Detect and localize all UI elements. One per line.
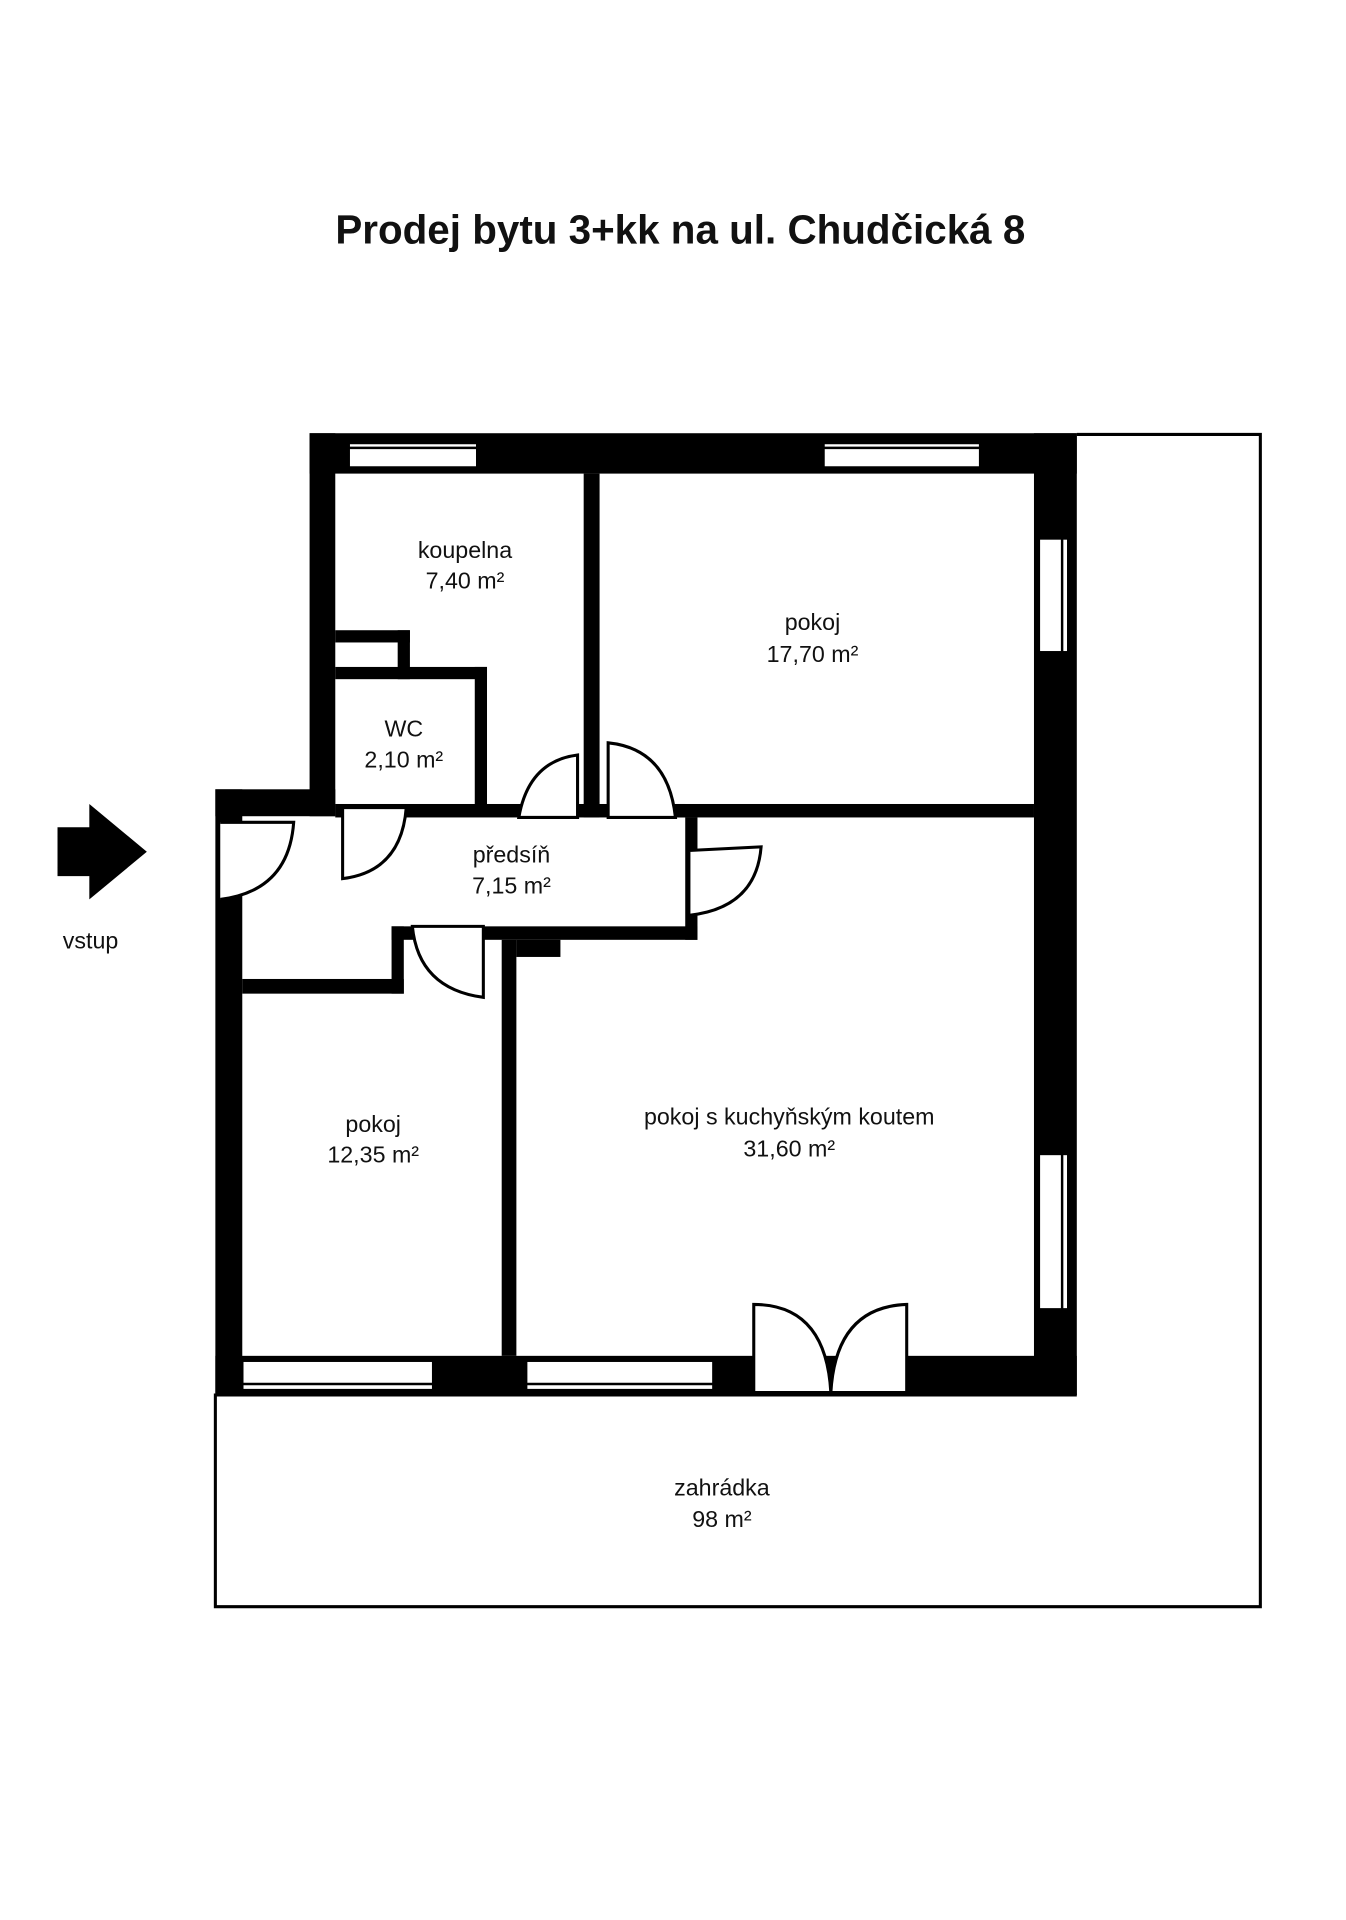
- room-name: pokoj: [785, 609, 841, 635]
- room-area: 98 m²: [692, 1506, 752, 1532]
- room-name: pokoj s kuchyňským koutem: [644, 1104, 935, 1130]
- room-koupelna: koupelna 7,40 m²: [418, 537, 512, 594]
- room-name: předsíň: [473, 842, 551, 868]
- doors: [220, 741, 909, 1395]
- walls: [215, 433, 1077, 1396]
- room-name: koupelna: [418, 537, 512, 563]
- room-wc: WC 2,10 m²: [364, 716, 443, 773]
- room-name: pokoj: [345, 1111, 401, 1137]
- garden-outline: [213, 432, 1262, 1609]
- room-pokoj-2: pokoj 12,35 m²: [327, 1111, 419, 1168]
- arrow-right-icon: [57, 803, 147, 900]
- room-area: 7,40 m²: [426, 568, 505, 594]
- windows: [241, 441, 1070, 1392]
- room-area: 7,15 m²: [472, 872, 551, 898]
- room-area: 31,60 m²: [743, 1135, 835, 1161]
- room-predsin: předsíň 7,15 m²: [472, 842, 551, 899]
- room-area: 17,70 m²: [767, 641, 859, 667]
- room-name: WC: [384, 716, 423, 742]
- entry-label: vstup: [63, 927, 119, 953]
- room-pokoj-1: pokoj 17,70 m²: [767, 609, 859, 667]
- room-name: zahrádka: [674, 1474, 770, 1500]
- room-living-kitchen: pokoj s kuchyňským koutem 31,60 m²: [644, 1104, 935, 1162]
- room-area: 2,10 m²: [364, 746, 443, 772]
- room-zahradka: zahrádka 98 m²: [674, 1474, 770, 1532]
- page-title: Prodej bytu 3+kk na ul. Chudčická 8: [335, 207, 1025, 253]
- room-area: 12,35 m²: [327, 1142, 419, 1168]
